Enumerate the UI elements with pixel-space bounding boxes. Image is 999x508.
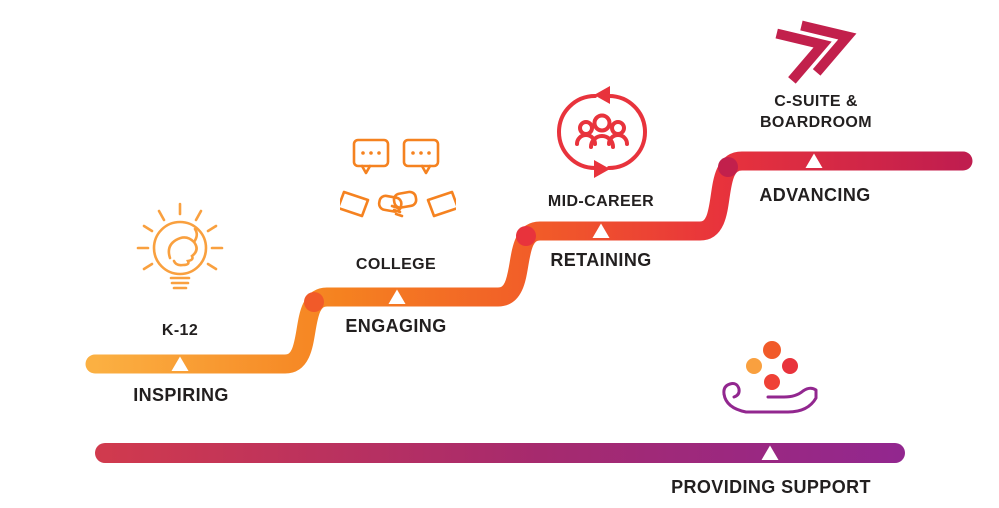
action-label-inspiring: INSPIRING xyxy=(133,385,229,405)
step-marker-triangle xyxy=(761,445,779,460)
support-dot xyxy=(763,341,781,359)
action-label-retaining: RETAINING xyxy=(550,250,652,270)
support-dot xyxy=(782,358,798,374)
forward-arrows-icon xyxy=(775,20,857,84)
support-bar xyxy=(95,443,905,463)
stairway-path xyxy=(85,151,973,374)
stage-label-csuite-boardroom: C-SUITE & BOARDROOM xyxy=(759,93,873,131)
action-label-advancing: ADVANCING xyxy=(759,185,871,205)
stage-label-k12: K-12 xyxy=(161,322,199,339)
corner-dot xyxy=(718,157,738,177)
hand-giving-support-icon xyxy=(722,341,818,414)
corner-dot xyxy=(516,226,536,246)
stage-label-midcareer: MID-CAREER xyxy=(547,193,655,210)
stage-label-college: COLLEGE xyxy=(355,256,437,273)
action-label-engaging: ENGAGING xyxy=(345,316,447,336)
support-label: PROVIDING SUPPORT xyxy=(671,477,871,497)
step-marker-triangle xyxy=(805,153,823,168)
lightbulb-icon xyxy=(136,202,224,290)
corner-dot xyxy=(304,292,324,312)
conversation-handshake-icon xyxy=(340,138,456,218)
step-marker-triangle xyxy=(592,223,610,238)
support-dot xyxy=(764,374,780,390)
people-retention-cycle-icon xyxy=(557,86,647,178)
support-dot xyxy=(746,358,762,374)
step-marker-triangle xyxy=(388,289,406,304)
step-marker-triangle xyxy=(171,356,189,371)
